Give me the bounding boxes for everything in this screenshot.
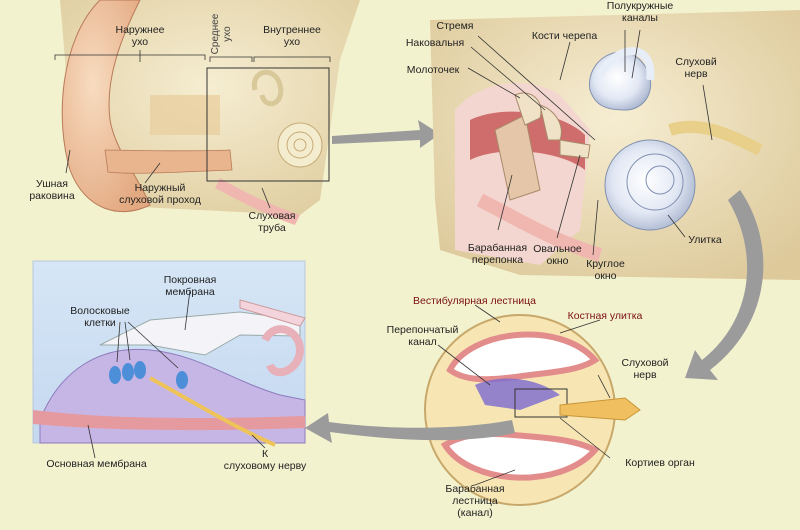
- arrow-zoom-2: [685, 190, 764, 380]
- label-bony-cochlea: Костная улитка: [567, 310, 643, 322]
- label-cochlea: Улитка: [688, 234, 722, 246]
- label-organ-of-corti: Кортиев орган: [625, 457, 695, 469]
- arrow-zoom-3: [305, 413, 515, 443]
- organ-of-corti-illustration: [32, 260, 306, 459]
- label-malleus: Молоточек: [406, 64, 460, 76]
- label-scala-vestibuli: Вестибулярная лестница: [412, 295, 536, 307]
- middle-ear-illustration: [430, 10, 800, 280]
- cochlea-cross-section: [424, 304, 641, 506]
- label-incus: Наковальня: [405, 37, 465, 49]
- label-stapes: Стремя: [436, 20, 474, 32]
- outer-ear-illustration: [54, 0, 360, 225]
- arrow-zoom-1: [332, 120, 440, 148]
- label-skull-bones: Кости черепа: [531, 30, 598, 42]
- label-basilar-membrane: Основная мембрана: [46, 458, 147, 470]
